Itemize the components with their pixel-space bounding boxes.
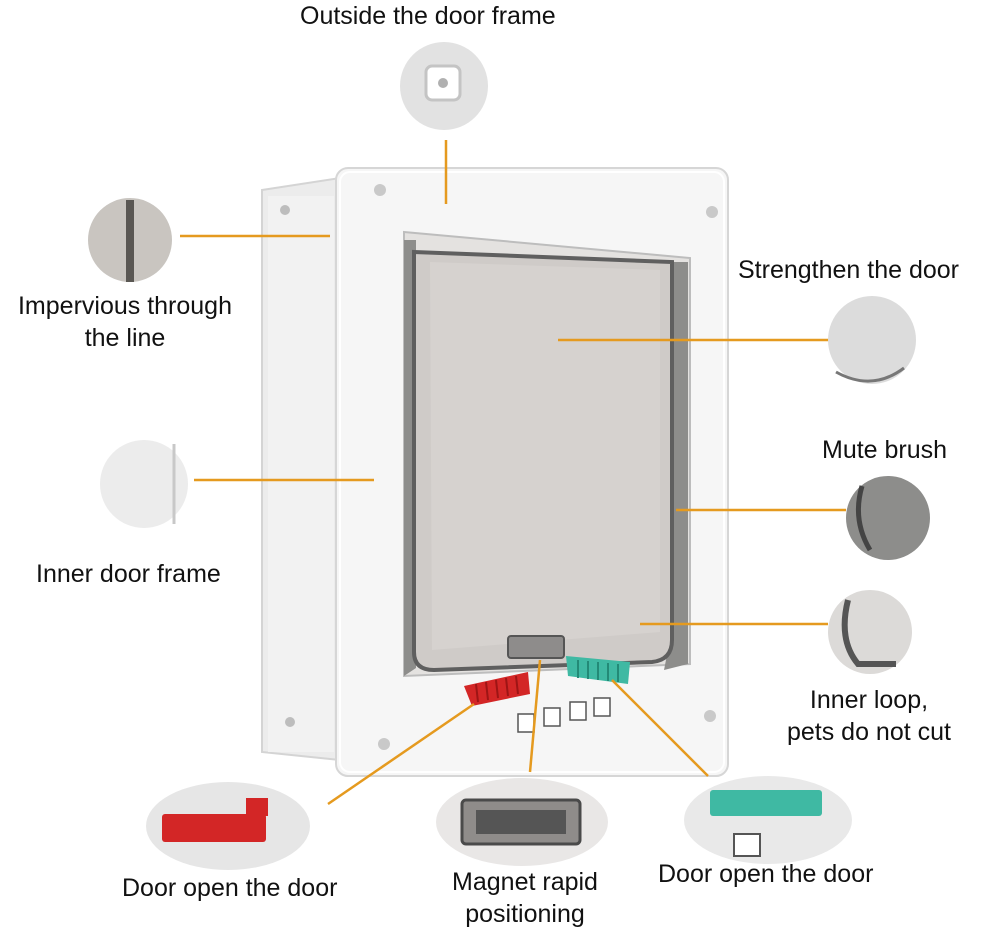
lock-mode-icons: [517, 697, 611, 733]
detail-teal-lock: [684, 776, 852, 864]
callout-magnet-line2: positioning: [465, 900, 585, 928]
callout-inner-loop-line2: pets do not cut: [786, 718, 951, 746]
door-flap: [412, 249, 674, 673]
callout-magnet-line1: Magnet rapid: [452, 868, 598, 896]
detail-strengthen: [828, 296, 916, 384]
leader-lines: [180, 140, 846, 806]
detail-outside-frame: [400, 42, 488, 130]
detail-magnet: [436, 778, 608, 866]
red-lock-slider: [464, 672, 530, 706]
callout-strengthen: Strengthen the door: [738, 256, 959, 284]
detail-inner-loop: [828, 590, 912, 674]
callout-outside-frame: Outside the door frame: [300, 2, 556, 30]
callout-impervious-line1: Impervious through: [17, 292, 232, 320]
detail-red-lock: [146, 782, 310, 870]
teal-lock-slider: [566, 656, 630, 684]
detail-mute-brush: [846, 476, 930, 560]
callout-impervious-line2: the line: [84, 324, 166, 352]
callout-mute-brush: Mute brush: [822, 436, 948, 464]
callout-impervious: Impervious through the line: [0, 290, 250, 354]
detail-inner-frame: [100, 440, 188, 528]
inner-door-frame: [261, 176, 341, 762]
callout-door-open-right: Door open the door: [658, 860, 874, 888]
callout-inner-frame: Inner door frame: [36, 560, 221, 588]
callout-door-open-left: Door open the door: [122, 874, 338, 902]
callout-magnet: Magnet rapid positioning: [430, 866, 620, 930]
callout-inner-loop: Inner loop, pets do not cut: [762, 684, 976, 748]
magnet-block: [507, 635, 565, 659]
detail-impervious-line: [88, 198, 172, 282]
callout-inner-loop-line1: Inner loop,: [809, 686, 929, 714]
